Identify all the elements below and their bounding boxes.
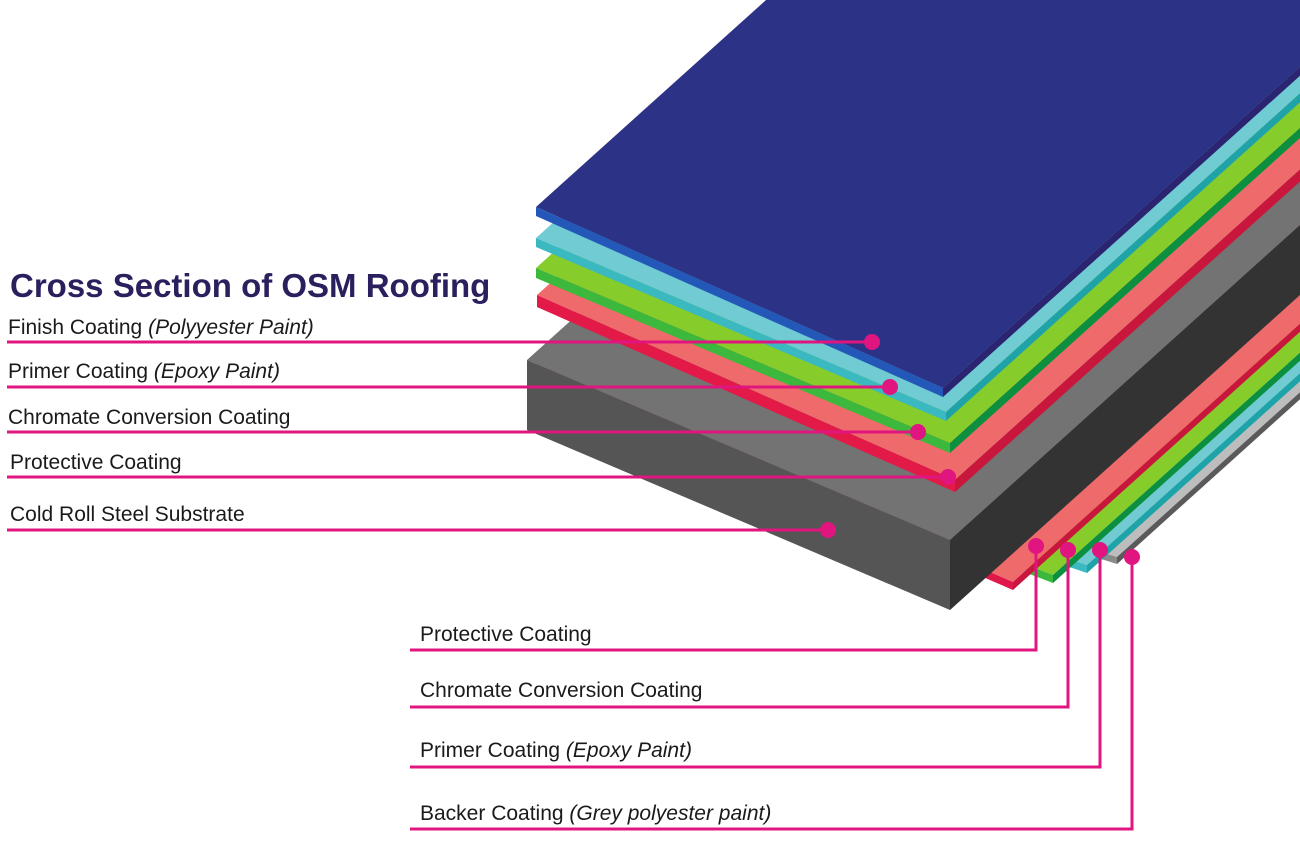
top-protective-layer-front-face [537,295,955,492]
leader-dot-bottom-chromate [1060,542,1076,558]
leader-dot-finish [864,334,880,350]
finish-coating-layer-top-face [536,0,1300,388]
bottom-primer-layer-right-face [1087,373,1300,573]
top-chromate-layer-front-face [536,268,950,453]
finish-coating-layer-right-face [943,66,1300,397]
label-chromate-conversion-coating: Chromate Conversion Coating [8,406,290,429]
leader-dot-substrate [820,522,836,538]
top-chromate-layer-right-face [950,128,1300,453]
leader-line-bottom-chromate [410,550,1070,709]
finish-coating-layer-front-face [536,207,943,397]
top-primer-layer-front-face [536,238,946,421]
leader-line-bottom-primer [410,550,1102,769]
leader-line-bottom-protective [410,546,1038,652]
label-bottom-primer-coating: Primer Coating (Epoxy Paint) [420,739,692,762]
leader-dot-bottom-protective [1028,538,1044,554]
leader-dot-chromate [910,424,926,440]
leader-dot-protective [940,469,956,485]
label-backer-coating: Backer Coating (Grey polyester paint) [420,802,771,825]
bottom-chromate-layer-right-face [1053,352,1300,583]
leader-lines [7,334,1140,831]
top-protective-layer-right-face [955,169,1300,492]
label-steel-substrate: Cold Roll Steel Substrate [10,503,245,526]
steel-substrate-layer-front-face [527,360,950,610]
top-primer-layer-right-face [946,93,1300,421]
leader-dot-backer [1124,549,1140,565]
steel-substrate-layer-right-face [950,225,1300,610]
label-protective-coating: Protective Coating [10,451,182,474]
backer-coating-layer-right-face [1117,392,1300,564]
leader-line-backer [410,557,1134,831]
bottom-protective-layer-right-face [1013,323,1300,590]
leader-dot-primer [882,379,898,395]
label-finish-coating: Finish Coating (Polyyester Paint) [8,316,314,339]
label-bottom-chromate-coating: Chromate Conversion Coating [420,679,702,702]
layer-stack [527,0,1300,610]
leader-dot-bottom-primer [1092,542,1108,558]
label-primer-coating: Primer Coating (Epoxy Paint) [8,360,280,383]
diagram-title: Cross Section of OSM Roofing [10,267,490,304]
label-bottom-protective-coating: Protective Coating [420,623,592,646]
